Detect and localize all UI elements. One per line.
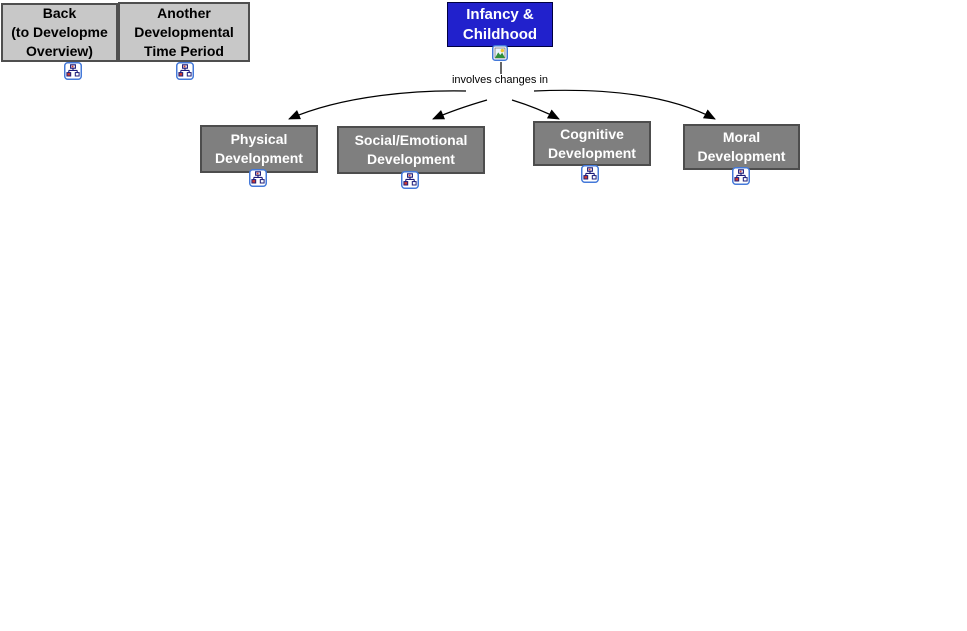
link-label-line: changes in <box>494 74 549 86</box>
arrow-to-physical <box>288 90 467 120</box>
node-label-line: Another <box>157 4 211 21</box>
node-label-line: Back <box>42 5 77 21</box>
arrow-to-moral <box>533 89 716 120</box>
child-map-icon[interactable] <box>64 62 82 80</box>
node-back-to-development-overview[interactable]: Back (to Developme Overview) <box>1 3 118 62</box>
child-map-icon[interactable] <box>401 171 419 189</box>
node-cognitive-development[interactable]: Cognitive Development <box>533 121 651 166</box>
arrow-to-cognitive <box>511 99 560 120</box>
image-resource-icon[interactable] <box>492 45 508 61</box>
node-label-line: (to Developme <box>11 24 108 40</box>
node-label-line: Childhood <box>462 25 538 43</box>
node-label-line: Overview) <box>26 43 93 59</box>
node-label-line: Moral <box>722 129 761 145</box>
child-map-icon[interactable] <box>581 165 599 183</box>
arrow-to-social <box>432 99 488 120</box>
node-label-line: Social/Emotional <box>354 132 468 148</box>
node-label-line: Development <box>697 148 786 164</box>
node-label-line: Development <box>215 150 303 166</box>
node-label-line: Cognitive <box>560 125 624 142</box>
node-another-developmental-time-period[interactable]: Another Developmental Time Period <box>118 2 250 62</box>
node-moral-development[interactable]: Moral Development <box>683 124 800 170</box>
node-label-line: Development <box>367 151 455 167</box>
node-label-line: Physical <box>230 131 288 147</box>
node-social-emotional-development[interactable]: Social/Emotional Development <box>337 126 485 174</box>
node-label-line: Development <box>548 144 636 161</box>
node-label-line: Time Period <box>144 42 224 59</box>
node-physical-development[interactable]: Physical Development <box>200 125 318 173</box>
child-map-icon[interactable] <box>732 167 750 185</box>
child-map-icon[interactable] <box>176 62 194 80</box>
link-label-line: involves <box>451 74 492 86</box>
linking-phrase-involves-changes-in[interactable]: involves changes in <box>449 74 551 86</box>
node-label-line: Infancy & <box>466 5 534 23</box>
node-label-line: Developmental <box>134 23 234 40</box>
node-infancy-childhood[interactable]: Infancy & Childhood <box>447 2 553 47</box>
child-map-icon[interactable] <box>249 169 267 187</box>
